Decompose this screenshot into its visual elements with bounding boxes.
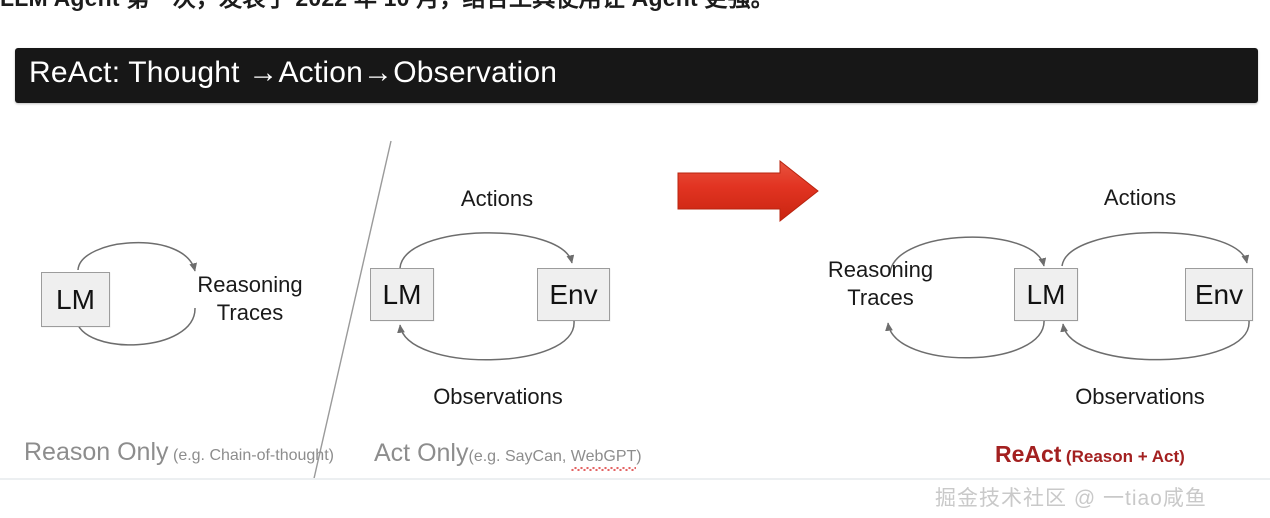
node-box-reason-only-lm: LM [41,272,110,327]
label-react-actions: Actions [1103,185,1177,210]
node-box-react-env: Env [1185,268,1253,321]
react-actions-arc [1061,231,1250,267]
slide-card: ReAct: Thought →Action→Observation [0,33,1270,480]
label-act-only-actions: Actions [460,186,534,211]
label-act-only-observations: Observations [433,384,563,409]
caption-act-only-sub-misspelled: WebGPT [570,448,637,471]
label-react-reasoning-traces: Reasoning Traces [818,256,943,312]
caption-react-sub: (Reason + Act) [1065,447,1185,466]
reason-only-top-arc [77,242,197,272]
caption-act-only: Act Only(e.g. SayCan, WebGPT) [374,439,642,471]
act-only-observations-arc [397,320,575,361]
red-transition-arrow [677,159,819,223]
slide-title-bar: ReAct: Thought →Action→Observation [15,48,1258,103]
node-box-react-lm: LM [1014,268,1078,321]
watermark-text: 掘金技术社区 @ 一tiao咸鱼 [935,487,1207,510]
act-only-actions-arc [399,232,575,269]
react-observations-arc [1060,320,1250,361]
node-box-act-only-env: Env [537,268,610,321]
caption-reason-only-sub: (e.g. Chain-of-thought) [172,447,334,464]
label-line-reasoning: Reasoning [827,257,934,282]
reason-only-bottom-arc [73,307,196,346]
node-box-act-only-lm: LM [370,268,434,321]
label-line-reasoning: Reasoning [197,272,303,297]
react-reasoning-bottom-arc [885,318,1045,359]
page-top-heading: LLM Agent 第一次，发表于 2022 年 10 月，结合工具使用让 Ag… [0,0,1270,14]
diagonal-divider-line [313,140,392,478]
slide-title-text: ReAct: Thought →Action→Observation [29,56,558,89]
label-line-traces: Traces [847,285,914,311]
diagram-vector-layer [73,140,1250,478]
caption-act-only-sub-suffix: ) [636,448,642,465]
caption-react-main: ReAct [995,441,1062,467]
caption-act-only-main: Act Only [374,439,469,467]
caption-react: ReAct (Reason + Act) [995,441,1185,468]
react-reasoning-top-arc [889,236,1047,274]
diagram-canvas: LM LM Env LM Env Reasoning Traces Action… [0,103,1270,478]
caption-reason-only: Reason Only (e.g. Chain-of-thought) [24,438,334,467]
label-react-observations: Observations [1075,384,1205,409]
label-line-traces: Traces [216,300,284,326]
caption-act-only-sub-prefix: (e.g. SayCan, [468,448,571,465]
label-reason-only-reasoning-traces: Reasoning Traces [190,271,310,327]
caption-reason-only-main: Reason Only [24,438,169,466]
